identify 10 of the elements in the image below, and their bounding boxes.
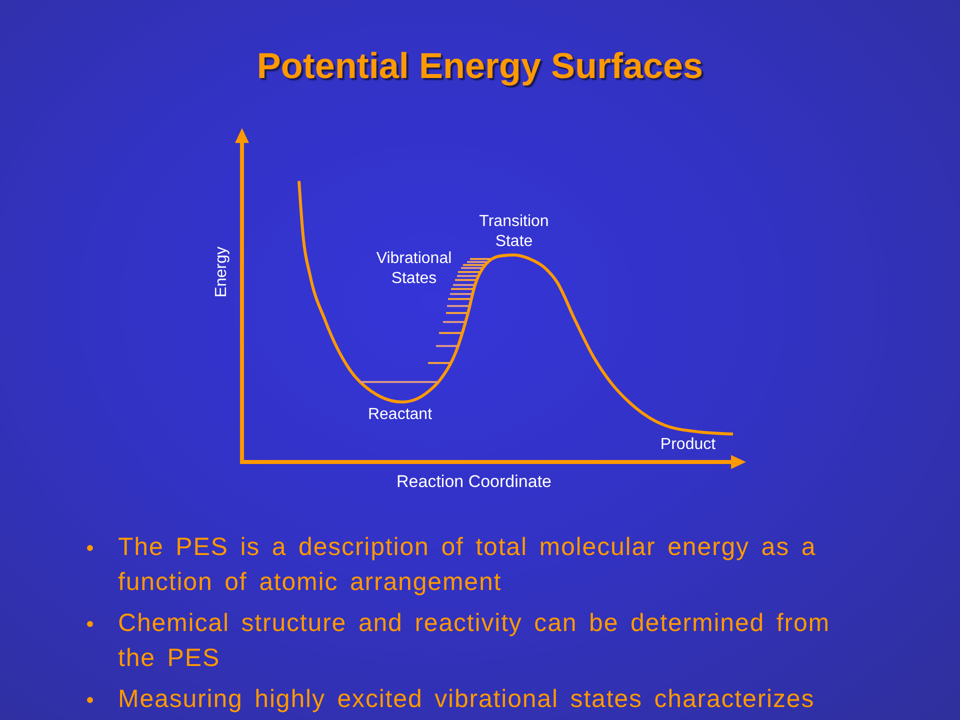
axis-label: Energy	[212, 246, 231, 298]
bullet-text: Chemical structure and reactivity can be determined from the PES	[118, 608, 832, 674]
bullet-text: The PES is a description of total molecular energy as a function of atomic arrangement	[118, 532, 818, 598]
curve-label: Reactant	[368, 405, 432, 425]
slide-title: Potential Energy Surfaces	[256, 45, 704, 86]
curve-label: Product	[660, 435, 716, 455]
axis-label: Reaction Coordinate	[396, 472, 552, 492]
bullet-text: Measuring highly excited vibrational states characterizes	[118, 684, 816, 715]
curve-label: Transition State	[479, 212, 549, 252]
curve-label: Vibrational States	[376, 249, 452, 289]
